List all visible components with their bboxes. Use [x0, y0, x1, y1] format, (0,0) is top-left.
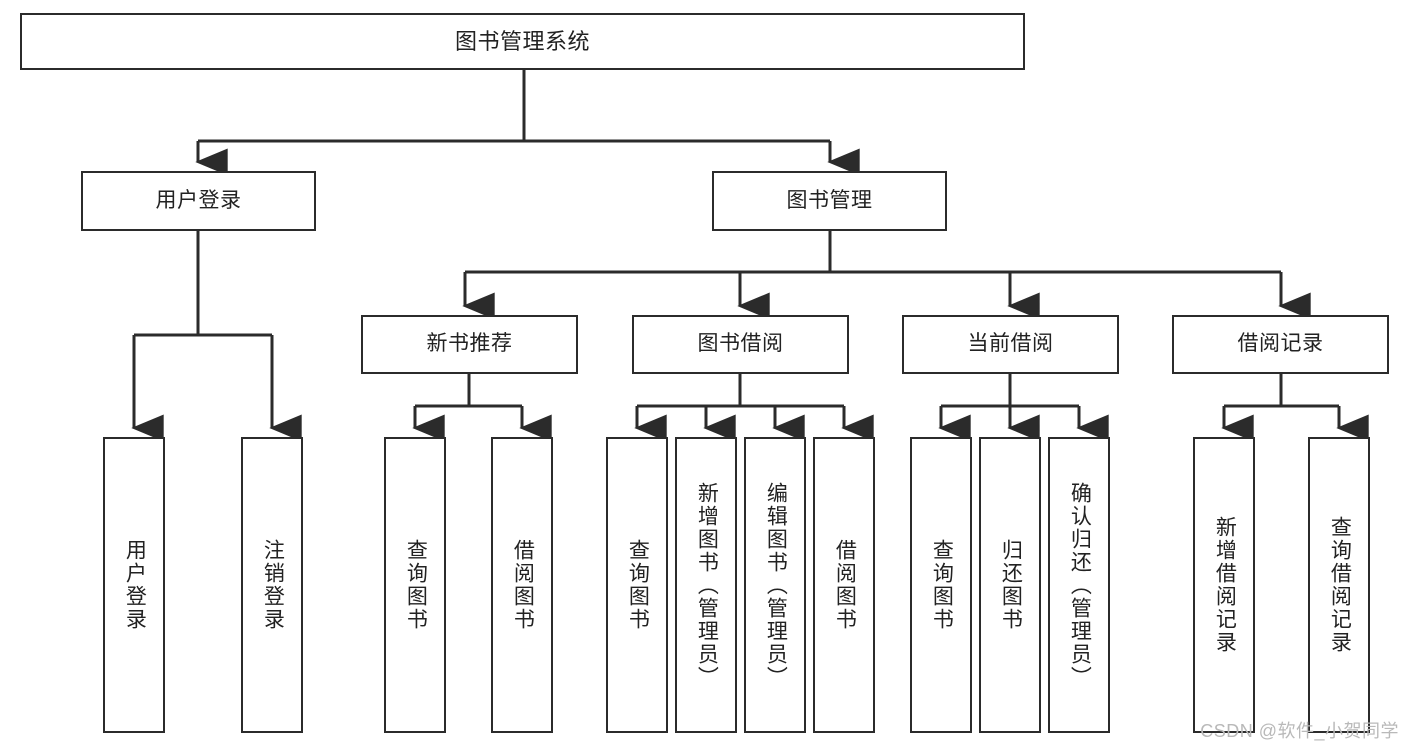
node-label: 图书管理系统 [454, 28, 590, 54]
node-label: 图书管理 [786, 188, 873, 212]
node-leaf-current-borrow-confirm-return[interactable]: 确认归还（管理员） [1048, 437, 1110, 733]
node-book-borrow[interactable]: 图书借阅 [632, 315, 849, 374]
node-book-management[interactable]: 图书管理 [712, 171, 947, 231]
node-label: 编辑图书（管理员） [764, 481, 788, 689]
node-leaf-user-login-login[interactable]: 用户登录 [103, 437, 165, 733]
node-new-book-recommend[interactable]: 新书推荐 [361, 315, 578, 374]
node-label: 查询图书 [930, 539, 954, 631]
node-label: 查询借阅记录 [1328, 516, 1352, 654]
node-leaf-book-borrow-query[interactable]: 查询图书 [606, 437, 668, 733]
node-label: 用户登录 [123, 539, 147, 631]
node-label: 查询图书 [626, 539, 650, 631]
node-current-borrow[interactable]: 当前借阅 [902, 315, 1119, 374]
node-leaf-new-book-query[interactable]: 查询图书 [384, 437, 446, 733]
node-label: 借阅图书 [833, 539, 857, 631]
node-user-login[interactable]: 用户登录 [81, 171, 316, 231]
node-label: 当前借阅 [967, 332, 1054, 356]
node-label: 查询图书 [404, 539, 428, 631]
node-leaf-current-borrow-return[interactable]: 归还图书 [979, 437, 1041, 733]
node-leaf-book-borrow-borrow[interactable]: 借阅图书 [813, 437, 875, 733]
node-root-system[interactable]: 图书管理系统 [20, 13, 1025, 70]
node-label: 归还图书 [999, 539, 1023, 631]
node-label: 新增图书（管理员） [695, 481, 719, 689]
node-leaf-user-login-logout[interactable]: 注销登录 [241, 437, 303, 733]
node-label: 借阅记录 [1237, 332, 1324, 356]
node-label: 用户登录 [155, 188, 242, 212]
watermark-text: CSDN @软件_小贺同学 [1200, 721, 1399, 741]
node-label: 注销登录 [261, 539, 285, 631]
node-label: 新书推荐 [426, 332, 513, 356]
node-leaf-new-book-borrow[interactable]: 借阅图书 [491, 437, 553, 733]
node-label: 新增借阅记录 [1213, 516, 1237, 654]
node-label: 确认归还（管理员） [1068, 481, 1092, 689]
node-leaf-book-borrow-add[interactable]: 新增图书（管理员） [675, 437, 737, 733]
node-leaf-borrow-record-query[interactable]: 查询借阅记录 [1308, 437, 1370, 733]
node-label: 借阅图书 [511, 539, 535, 631]
node-leaf-borrow-record-add[interactable]: 新增借阅记录 [1193, 437, 1255, 733]
node-borrow-record[interactable]: 借阅记录 [1172, 315, 1389, 374]
node-leaf-book-borrow-edit[interactable]: 编辑图书（管理员） [744, 437, 806, 733]
node-leaf-current-borrow-query[interactable]: 查询图书 [910, 437, 972, 733]
node-label: 图书借阅 [697, 332, 784, 356]
